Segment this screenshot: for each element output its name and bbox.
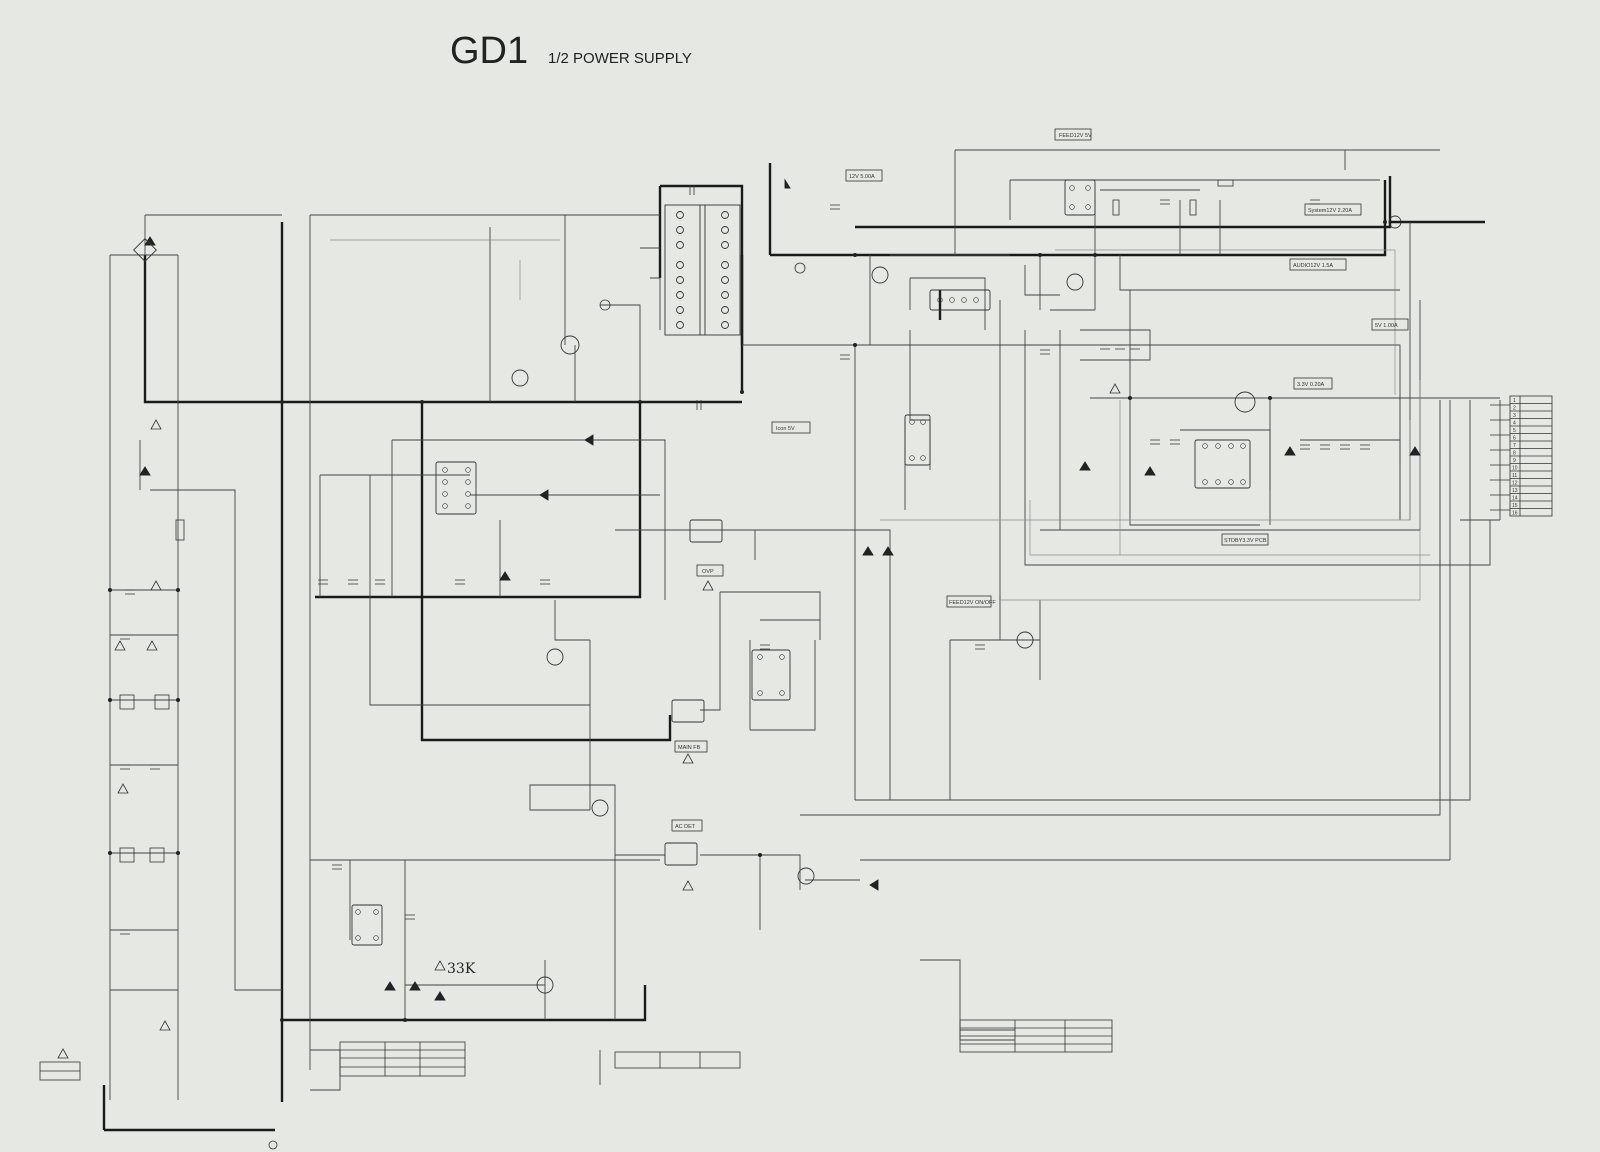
connector-pin-number: 2: [1513, 406, 1516, 412]
warning-triangles: [57, 383, 1121, 1059]
net-label-ovp: OVP: [702, 569, 714, 575]
connector-pin-number: 9: [1513, 458, 1516, 464]
main-transformer: [664, 204, 741, 336]
connector-pin-number: 12: [1512, 481, 1518, 487]
connector-pin-number: 5: [1513, 428, 1516, 434]
net-label-main-fb: MAIN FB: [678, 745, 701, 751]
connector-pin-number: 1: [1513, 398, 1516, 404]
thick-bus-lines: [102, 163, 1485, 1132]
diodes: [139, 178, 1421, 1001]
net-label-feed12v: FEED12V 5V: [1059, 133, 1092, 139]
handwritten-note: 33K: [447, 961, 476, 977]
part-tables: [39, 1019, 1113, 1081]
connector-pin-number: 3: [1513, 413, 1516, 419]
ic-pins: [355, 185, 1246, 941]
passive-components: [119, 179, 1370, 935]
connector-pin-number: 7: [1513, 443, 1516, 449]
net-label-icon5v: Icon 5V: [776, 426, 795, 432]
net-label-boxes: [671, 128, 1409, 832]
net-label-12v: 12V 5.00A: [849, 174, 875, 180]
net-label-system12v: System12V 2.20A: [1308, 208, 1352, 214]
ic-packages: [351, 179, 1402, 994]
connector-pin-number: 16: [1512, 511, 1518, 517]
net-label-5v: 5V 1.00A: [1375, 323, 1398, 329]
net-label-feed-onoff: FEED12V ON/OFF: [949, 600, 996, 606]
schematic-title: GD1: [450, 30, 529, 72]
connector-pin-number: 13: [1512, 488, 1518, 494]
schematic-subtitle: 1/2 POWER SUPPLY: [548, 50, 692, 67]
net-label-audio12v: AUDIO12V 1.5A: [1293, 263, 1333, 269]
net-label-ac-det: AC DET: [675, 824, 696, 830]
connector-pin-numbers: 1 2 3 4 5 6 7 8 9 10 11 12 13 14 15 16: [1512, 398, 1518, 517]
connector-pin-number: 11: [1512, 473, 1517, 479]
faint-wiring: [330, 239, 1430, 601]
ground-symbols: [268, 262, 806, 1150]
thin-wiring: [109, 149, 1501, 1100]
connector-pin-number: 4: [1513, 421, 1516, 427]
connector-pin-number: 6: [1513, 436, 1516, 442]
connector-pin-number: 10: [1512, 466, 1518, 472]
connector-pin-number: 8: [1513, 451, 1516, 457]
bridge-rectifier: [133, 238, 157, 262]
junction-dots: [108, 220, 1387, 1022]
net-label-stdby: STDBY3.3V PCB: [1224, 538, 1267, 544]
net-label-3v3: 3.3V 0.20A: [1297, 382, 1325, 388]
connector-pin-number: 14: [1512, 496, 1518, 502]
connector-pin-number: 15: [1512, 503, 1518, 509]
output-connector: [1490, 395, 1553, 517]
